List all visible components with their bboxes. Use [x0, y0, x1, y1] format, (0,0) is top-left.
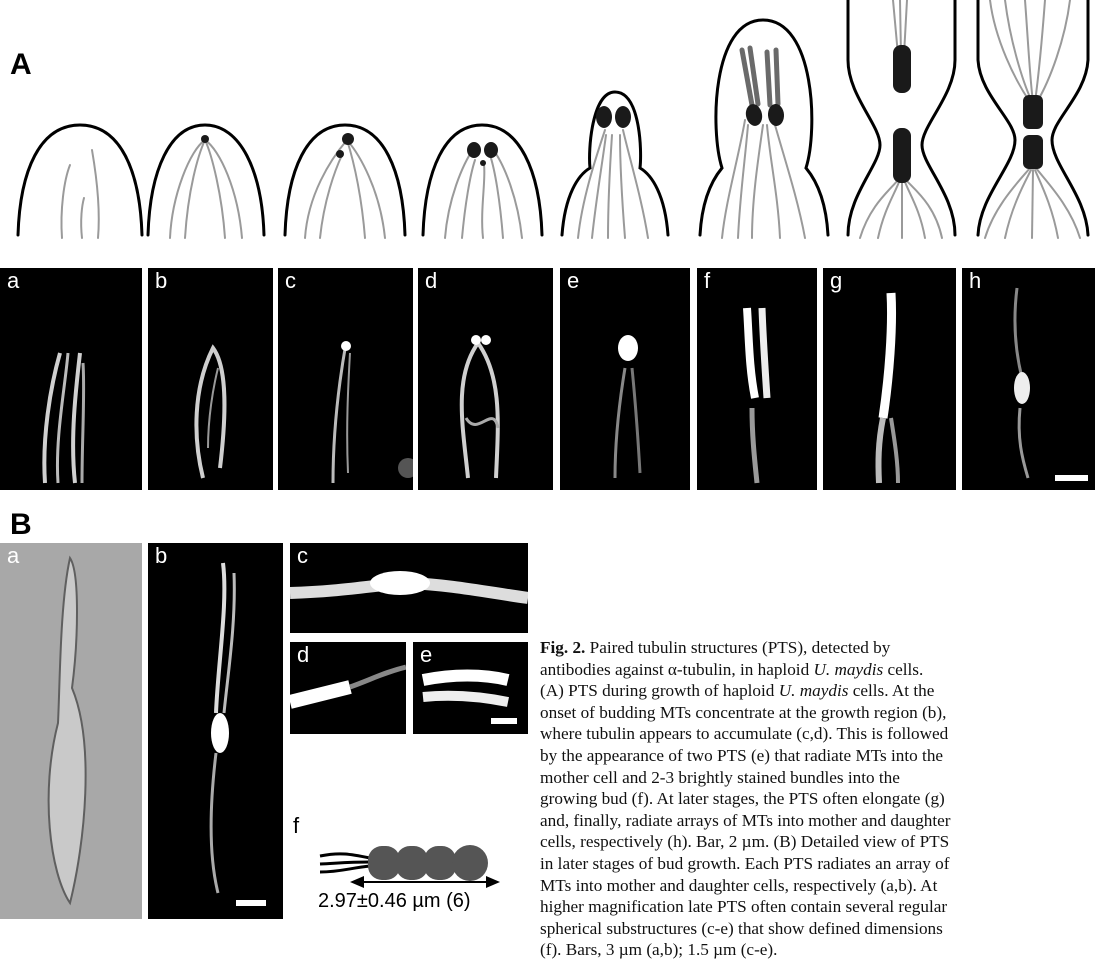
caption-line: (f). Bars, 3 µm (a,b); 1.5 µm (c-e). — [540, 939, 1095, 961]
caption-line: Fig. 2. Paired tubulin structures (PTS),… — [540, 637, 1095, 659]
schematic-b — [148, 125, 264, 238]
micrograph-c: c — [278, 268, 413, 490]
caption-line: spherical substructures (c-e) that show … — [540, 918, 1095, 940]
micrograph-a: a — [0, 268, 142, 490]
micrograph-d: d — [418, 268, 553, 490]
micrograph-b-e: e — [413, 642, 528, 734]
caption-text: antibodies against α-tubulin, in haploid — [540, 660, 813, 679]
schematic-f — [700, 20, 828, 238]
scale-bar-b-ab — [236, 900, 266, 906]
caption-text: cells. — [883, 660, 923, 679]
micrograph-b-b: b — [148, 543, 283, 919]
caption-text: growing bud (f). At later stages, the PT… — [540, 789, 945, 808]
caption-line: MTs into mother and daughter cells, resp… — [540, 875, 1095, 897]
caption-text: (f). Bars, 3 µm (a,b); 1.5 µm (c-e). — [540, 940, 777, 959]
schematic-g — [848, 0, 955, 238]
caption-line: in later stages of bud growth. Each PTS … — [540, 853, 1095, 875]
micrograph-g: g — [823, 268, 956, 490]
caption-text: U. maydis — [813, 660, 883, 679]
label-a: a — [7, 268, 19, 294]
caption-text: mother cell and 2-3 brightly stained bun… — [540, 768, 900, 787]
caption-text: onset of budding MTs concentrate at the … — [540, 703, 946, 722]
caption-line: and, finally, radiate arrays of MTs into… — [540, 810, 1095, 832]
micrograph-f: f — [697, 268, 817, 490]
b-label-a: a — [7, 543, 19, 569]
micrograph-b-c: c — [290, 543, 528, 633]
label-d: d — [425, 268, 437, 294]
micrograph-h: h — [962, 268, 1095, 490]
dimension-label: 2.97±0.46 µm (6) — [318, 890, 471, 913]
caption-text: cells. At the — [848, 681, 934, 700]
caption-text: where tubulin appears to accumulate (c,d… — [540, 724, 948, 743]
label-g: g — [830, 268, 842, 294]
dic-image-a: a — [0, 543, 142, 919]
caption-text: (A) PTS during growth of haploid — [540, 681, 779, 700]
caption-text: and, finally, radiate arrays of MTs into… — [540, 811, 951, 830]
b-label-b: b — [155, 543, 167, 569]
label-e: e — [567, 268, 579, 294]
panel-b-letter: B — [10, 508, 32, 542]
caption-line: growing bud (f). At later stages, the PT… — [540, 788, 1095, 810]
caption-line: onset of budding MTs concentrate at the … — [540, 702, 1095, 724]
caption-text: U. maydis — [779, 681, 849, 700]
micrograph-e: e — [560, 268, 690, 490]
schematic-a — [18, 125, 142, 238]
caption-line: higher magnification late PTS often cont… — [540, 896, 1095, 918]
scale-bar-a — [1055, 475, 1088, 481]
caption-line: by the appearance of two PTS (e) that ra… — [540, 745, 1095, 767]
b-label-c: c — [297, 543, 308, 569]
caption-text: Fig. 2. — [540, 638, 585, 657]
caption-text: MTs into mother and daughter cells, resp… — [540, 876, 937, 895]
caption-line: cells, respectively (h). Bar, 2 µm. (B) … — [540, 831, 1095, 853]
label-b: b — [155, 268, 167, 294]
caption-line: (A) PTS during growth of haploid U. mayd… — [540, 680, 1095, 702]
label-c: c — [285, 268, 296, 294]
figure-caption: Fig. 2. Paired tubulin structures (PTS),… — [540, 637, 1095, 961]
caption-text: Paired tubulin structures (PTS), detecte… — [585, 638, 890, 657]
caption-line: mother cell and 2-3 brightly stained bun… — [540, 767, 1095, 789]
schematic-e — [562, 92, 668, 238]
caption-text: higher magnification late PTS often cont… — [540, 897, 947, 916]
caption-line: where tubulin appears to accumulate (c,d… — [540, 723, 1095, 745]
caption-text: spherical substructures (c-e) that show … — [540, 919, 943, 938]
schematic-h — [978, 0, 1088, 238]
schematic-d — [423, 125, 542, 238]
caption-text: cells, respectively (h). Bar, 2 µm. (B) … — [540, 832, 949, 851]
caption-text: by the appearance of two PTS (e) that ra… — [540, 746, 943, 765]
scale-bar-b-ce — [491, 718, 517, 724]
b-label-e: e — [420, 642, 432, 668]
label-f: f — [704, 268, 710, 294]
schematic-cell-diagrams — [0, 0, 1095, 250]
caption-line: antibodies against α-tubulin, in haploid… — [540, 659, 1095, 681]
b-label-d: d — [297, 642, 309, 668]
micrograph-b-d: d — [290, 642, 406, 734]
caption-text: in later stages of bud growth. Each PTS … — [540, 854, 950, 873]
label-h: h — [969, 268, 981, 294]
micrograph-b: b — [148, 268, 273, 490]
schematic-c — [285, 125, 405, 238]
